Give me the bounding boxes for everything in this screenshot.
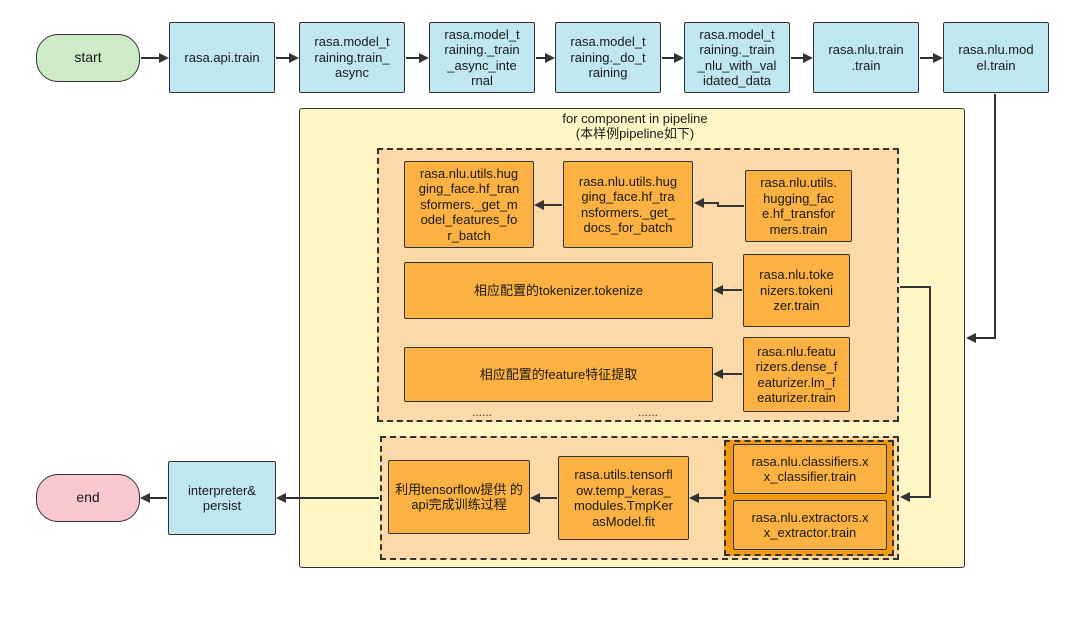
tokenizers-train-node: rasa.nlu.toke nizers.tokeni zer.train <box>743 254 850 327</box>
end-node: end <box>36 474 140 522</box>
featurizer-train-node: rasa.nlu.featu rizers.dense_f eaturizer.… <box>743 337 850 412</box>
train-async-node: rasa.model_t raining.train_ async <box>299 22 405 93</box>
hf-transformers-train-node: rasa.nlu.utils. hugging_fac e.hf_transfo… <box>745 170 852 242</box>
hf-get-model-features-node: rasa.nlu.utils.hug ging_face.hf_tran sfo… <box>404 161 534 248</box>
pipeline-label: for component in pipeline (本样例pipeline如下… <box>520 111 750 141</box>
tokenize-node: 相应配置的tokenizer.tokenize <box>404 262 713 319</box>
feature-extract-node: 相应配置的feature特征提取 <box>404 347 713 402</box>
train-async-internal-node: rasa.model_t raining._train _async_inte … <box>429 22 535 93</box>
ellipsis-mid: ...... <box>638 405 659 419</box>
train-nlu-validated-node: rasa.model_t raining._train _nlu_with_va… <box>684 22 790 93</box>
pipeline-label-line2: (本样例pipeline如下) <box>575 126 695 141</box>
start-node: start <box>36 34 140 82</box>
pipeline-label-line1: for component in pipeline <box>562 111 708 126</box>
arrow-hf-train-to-docs <box>694 198 744 208</box>
interpreter-persist-node: interpreter& persist <box>168 461 276 535</box>
tensorflow-train-node: 利用tensorflow提供 的api完成训练过程 <box>388 460 530 534</box>
arrow-model-to-pipeline <box>966 94 996 343</box>
nlu-model-train-node: rasa.nlu.mod el.train <box>943 22 1049 93</box>
tf-model-fit-node: rasa.utils.tensorfl ow.temp_keras_ modul… <box>558 456 689 540</box>
extractor-train-node: rasa.nlu.extractors.x x_extractor.train <box>733 500 887 550</box>
do-training-node: rasa.model_t raining._do_t raining <box>555 22 661 93</box>
nlu-train-node: rasa.nlu.train .train <box>813 22 919 93</box>
ellipsis-left: ...... <box>472 405 493 419</box>
api-train-node: rasa.api.train <box>169 22 275 93</box>
classifier-train-node: rasa.nlu.classifiers.x x_classifier.trai… <box>733 444 887 494</box>
arrow-nlu-to-training <box>900 286 931 502</box>
hf-get-docs-node: rasa.nlu.utils.hug ging_face.hf_tra nsfo… <box>563 161 693 248</box>
